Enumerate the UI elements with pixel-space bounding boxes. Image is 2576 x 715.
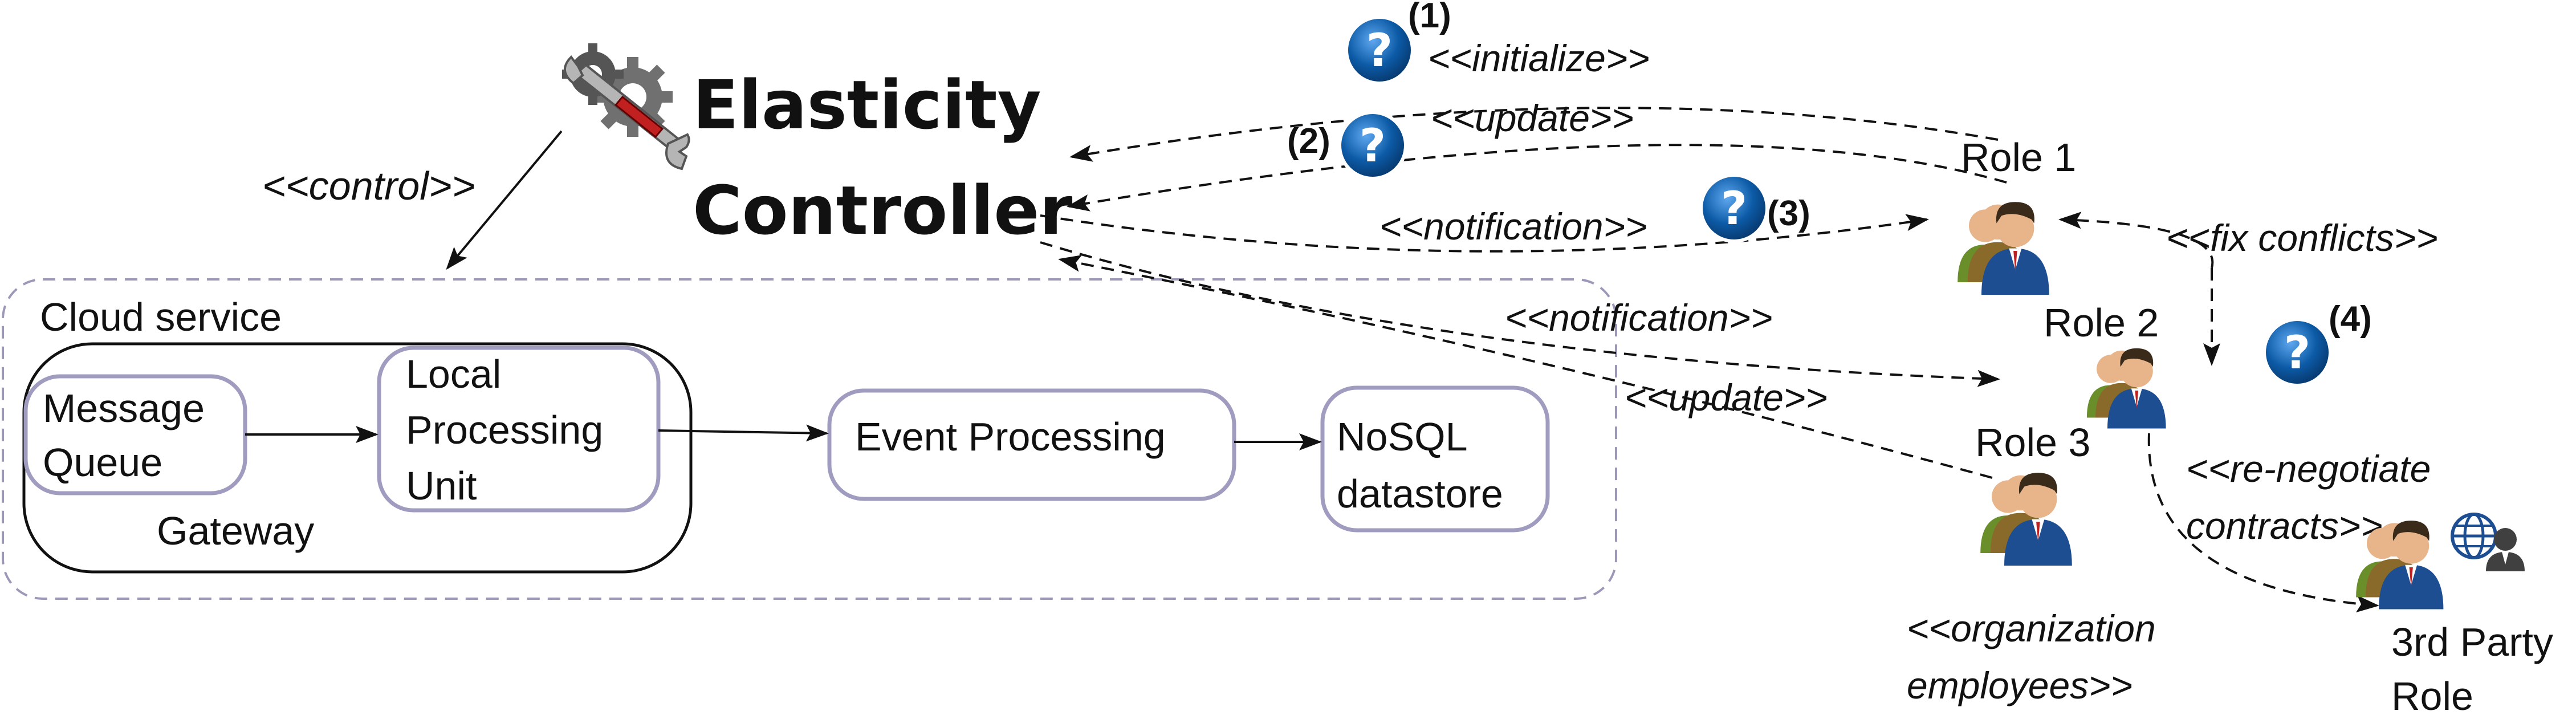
step-4: (4): [2329, 299, 2372, 339]
cloud-service-title: Cloud service: [40, 295, 282, 339]
org-employees-line1: <<organization: [1907, 607, 2156, 649]
contact-person-icon: [2486, 528, 2525, 571]
message-queue-line1: Message: [43, 386, 205, 430]
arrow-local-to-event: [658, 424, 829, 442]
question-icon-4: ?: [2262, 318, 2332, 387]
svg-text:Message Queue: Message Queue: [43, 386, 216, 485]
step-2: (2): [1287, 121, 1330, 161]
third-party-line1: 3rd Party: [2391, 620, 2553, 664]
nosql-box: [1320, 385, 1550, 533]
message-queue-line2: Queue: [43, 440, 162, 485]
role2-people-icon: [2086, 348, 2166, 429]
svg-text:?: ?: [1366, 24, 1393, 77]
svg-text:?: ?: [1721, 182, 1747, 235]
notification-arrow-1: [1040, 214, 1929, 253]
control-label: <<control>>: [262, 164, 475, 208]
update-arrow-1: [1067, 144, 2007, 212]
svg-text:Local Processing Unit: Local Processing Unit: [406, 352, 615, 508]
controller-title-line1: Elasticity: [693, 66, 1041, 144]
svg-text:3rd Party Role: 3rd Party Role: [2391, 620, 2564, 715]
svg-text:?: ?: [1360, 119, 1386, 172]
fix-conflicts-label: <<fix conflicts>>: [2166, 217, 2438, 259]
svg-text:?: ?: [2284, 326, 2310, 379]
question-icon-1: ?: [1345, 15, 1414, 85]
initialize-arrow: [1069, 107, 1999, 162]
controller-gear-icon: [562, 43, 690, 170]
role3-people-icon: [1980, 473, 2072, 566]
gateway-label: Gateway: [157, 509, 314, 553]
initialize-label: <<initialize>>: [1428, 37, 1650, 79]
third-party-line2: Role: [2391, 674, 2473, 715]
role2-label: Role 2: [2044, 300, 2159, 345]
update-label-1: <<update>>: [1431, 97, 1634, 139]
renegotiate-line1: <<re-negotiate: [2186, 448, 2431, 490]
step-1: (1): [1408, 0, 1451, 35]
step-3: (3): [1767, 194, 1810, 233]
event-processing-box: [827, 388, 1236, 501]
fix-conflicts-arrow-up: [2058, 212, 2214, 269]
org-employees-line2: employees>>: [1907, 664, 2133, 706]
svg-text:NoSQL datastore: NoSQL datastore: [1337, 415, 1503, 516]
notification-label-1: <<notification>>: [1379, 205, 1647, 247]
local-processing-line3: Unit: [406, 464, 477, 508]
notification-label-2: <<notification>>: [1505, 296, 1773, 339]
update-label-2: <<update>>: [1625, 376, 1828, 419]
cloud-service-boundary: [2, 278, 1617, 600]
role3-label: Role 3: [1975, 420, 2090, 465]
renegotiate-line2: contracts>>: [2186, 505, 2383, 547]
notification-arrow-2: [1040, 241, 2000, 387]
role1-label: Role 1: [1961, 135, 2076, 180]
question-icon-3: ?: [1699, 173, 1769, 243]
question-icon-2: ?: [1338, 111, 1407, 180]
svg-text:<<organization employees>>: <<organization employees>>: [1907, 607, 2166, 706]
nosql-line1: NoSQL: [1337, 415, 1467, 459]
globe-icon: [2451, 513, 2497, 559]
role1-people-icon: [1958, 202, 2049, 295]
control-arrow: [446, 130, 563, 270]
update-arrow-2: [1058, 255, 1993, 479]
local-processing-line2: Processing: [406, 408, 603, 452]
event-processing-label: Event Processing: [855, 415, 1166, 459]
local-processing-box: [377, 346, 661, 513]
controller-title-line2: Controller: [693, 171, 1072, 250]
svg-text:<<re-negotiate contracts>>: <<re-negotiate contracts>>: [2186, 448, 2441, 547]
nosql-line2: datastore: [1337, 472, 1503, 516]
local-processing-line1: Local: [406, 352, 501, 396]
